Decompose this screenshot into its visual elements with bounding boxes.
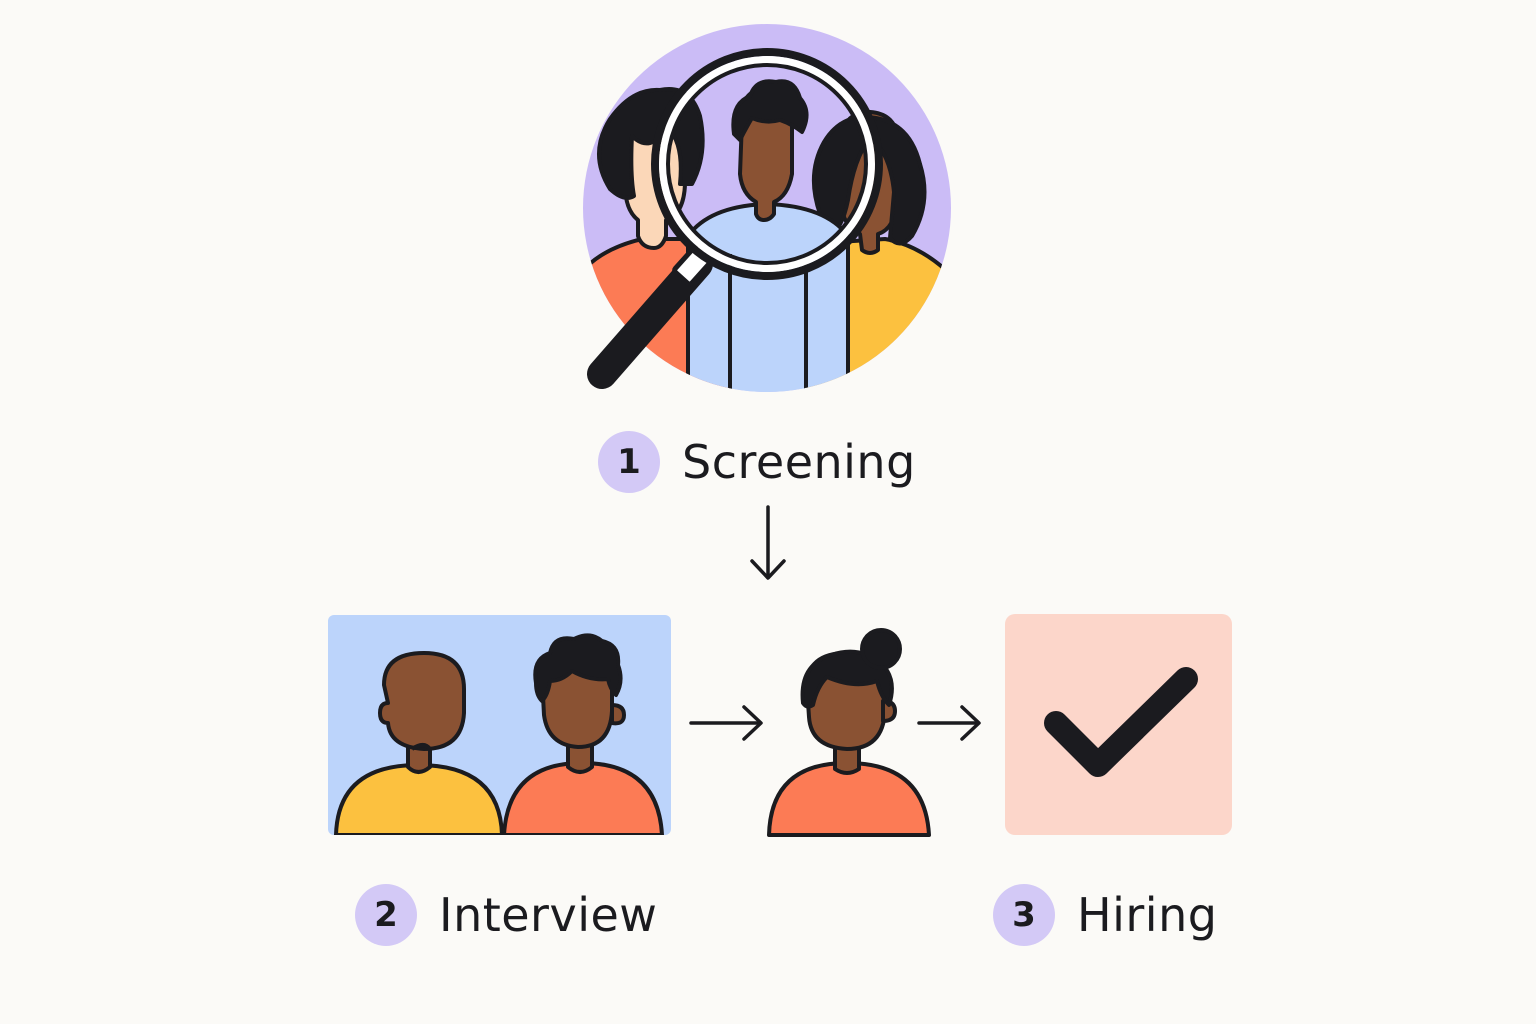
step-number: 2 [374, 895, 398, 935]
step-hiring: 3 Hiring [993, 883, 1217, 947]
candidate-illustration [767, 628, 931, 837]
arrow-down-icon [750, 505, 786, 580]
step-number-badge: 3 [993, 884, 1055, 946]
step-number-badge: 1 [598, 431, 660, 493]
interview-illustration [328, 615, 671, 835]
arrow-right-icon [917, 705, 981, 741]
hired-card [1005, 614, 1232, 835]
step-screening: 1 Screening [598, 430, 916, 494]
screening-illustration [583, 24, 951, 392]
step-interview: 2 Interview [355, 883, 657, 947]
step-number-badge: 2 [355, 884, 417, 946]
step-number: 1 [617, 442, 641, 482]
step-label: Screening [682, 435, 916, 489]
checkmark-icon [1044, 667, 1198, 777]
step-label: Interview [439, 888, 658, 942]
step-number: 3 [1012, 895, 1036, 935]
arrow-right-icon [689, 705, 763, 741]
step-label: Hiring [1077, 888, 1218, 942]
